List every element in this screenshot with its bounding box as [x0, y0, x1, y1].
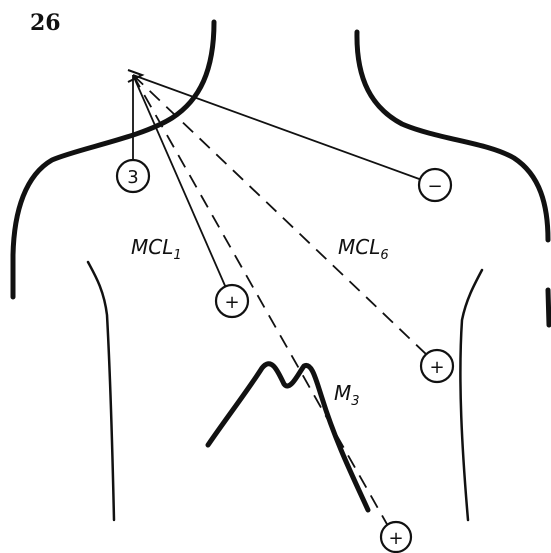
electrode-positive-mcl6: + [421, 350, 453, 382]
svg-text:+: + [224, 292, 239, 313]
neck-left-outline [13, 22, 214, 297]
right-armpit-outline [460, 270, 482, 520]
electrode-negative: − [419, 169, 451, 201]
svg-text:−: − [427, 176, 442, 197]
right-arm-outline [548, 290, 549, 325]
wire-m3-positive [133, 75, 388, 526]
svg-text:3: 3 [127, 167, 138, 188]
lead-label-mcl6: MCL6 [338, 235, 389, 263]
svg-text:+: + [388, 528, 403, 549]
lead-label-m3: M3 [334, 381, 360, 409]
wire-negative [133, 75, 422, 180]
lead-label-mcl1: MCL1 [131, 235, 182, 263]
electrode-ground: 3 [117, 160, 149, 192]
svg-text:+: + [429, 357, 444, 378]
electrode-positive-m3: + [381, 522, 411, 552]
left-armpit-outline [88, 262, 114, 520]
electrode-positive-mcl1: + [216, 285, 248, 317]
neck-right-outline [357, 32, 548, 240]
